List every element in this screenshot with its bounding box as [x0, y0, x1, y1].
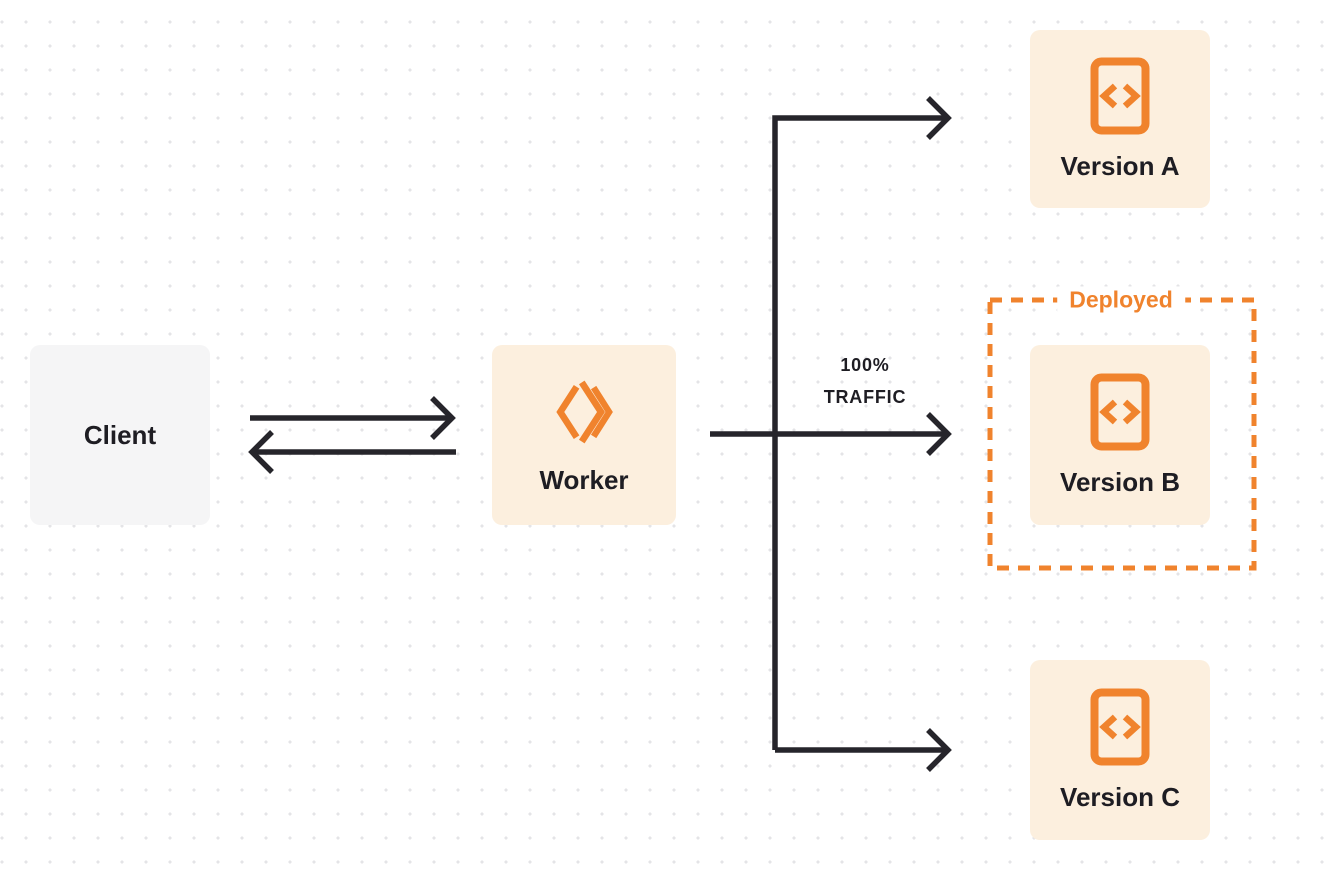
version-b-node: Version B — [1030, 345, 1210, 525]
worker-node: Worker — [492, 345, 676, 525]
worker-to-version-b-arrow-icon — [710, 412, 952, 456]
version-c-label: Version C — [1060, 781, 1180, 812]
client-to-worker-arrow-icon — [250, 396, 456, 440]
client-label: Client — [83, 419, 157, 450]
version-b-label: Version B — [1060, 466, 1180, 497]
trunk-to-version-a-arrow-icon — [772, 96, 952, 750]
code-document-icon — [1090, 373, 1150, 450]
version-a-node: Version A — [1030, 30, 1210, 208]
traffic-percent: 100% — [840, 355, 890, 375]
version-a-label: Version A — [1060, 150, 1180, 181]
trunk-to-version-c-arrow-icon — [775, 728, 952, 772]
code-document-icon — [1090, 688, 1150, 765]
traffic-annotation: 100% TRAFFIC — [824, 349, 907, 413]
worker-label: Worker — [539, 464, 629, 495]
client-node: Client — [30, 345, 210, 525]
workers-logo-icon — [556, 380, 613, 443]
traffic-word: TRAFFIC — [823, 387, 907, 407]
version-c-node: Version C — [1030, 660, 1210, 840]
code-document-icon — [1090, 57, 1150, 134]
deployed-badge: Deployed — [1057, 286, 1185, 314]
worker-to-client-arrow-icon — [248, 430, 456, 474]
